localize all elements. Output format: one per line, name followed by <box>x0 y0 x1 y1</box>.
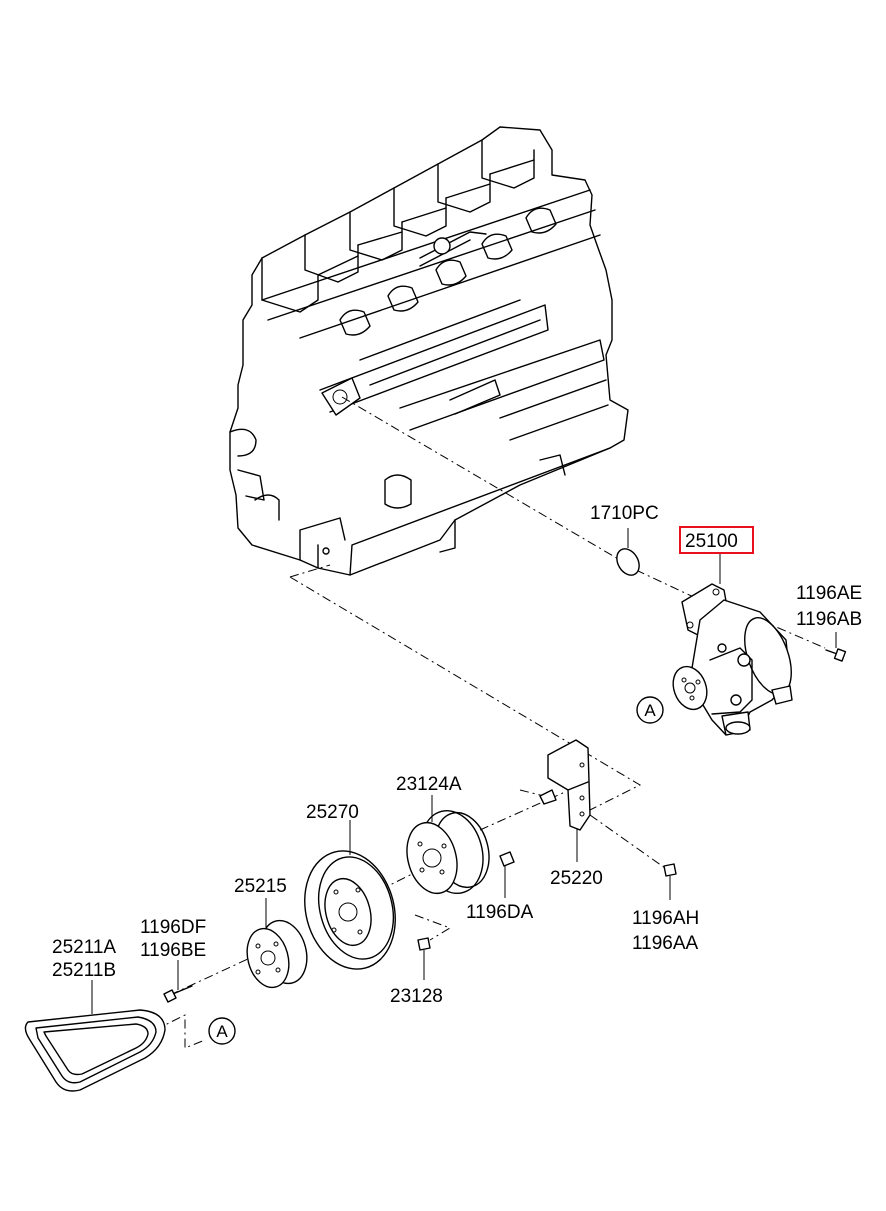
label-1196AB: 1196AB <box>796 609 862 630</box>
water-pump <box>672 553 793 736</box>
bolt-23128 <box>417 937 431 980</box>
label-1196AH: 1196AH <box>632 908 699 929</box>
label-ref-a-2: A <box>216 1022 228 1041</box>
bolt-1196AH <box>663 863 677 900</box>
label-25211B: 25211B <box>52 960 116 981</box>
highlight-box-25100 <box>679 526 754 554</box>
label-1196DA: 1196DA <box>466 902 534 923</box>
label-1710PC: 1710PC <box>590 503 659 524</box>
callouts: 1710PC 25100 1196AE 1196AB A 23124A 2527… <box>52 503 862 1045</box>
label-1196AE: 1196AE <box>796 583 862 604</box>
bolt-1196AE <box>825 632 847 662</box>
reference-circle-a <box>636 696 664 724</box>
engine-block <box>229 126 629 576</box>
gasket-ring <box>616 528 640 576</box>
pulley-23124A <box>406 795 490 895</box>
v-belt <box>24 980 166 1092</box>
label-1196BE: 1196BE <box>140 940 206 961</box>
bolt-1196DF <box>163 960 193 1003</box>
label-25220: 25220 <box>550 868 603 889</box>
bolt-1196DA <box>499 851 515 898</box>
bracket <box>539 739 591 862</box>
label-1196AA: 1196AA <box>632 933 699 954</box>
reference-circle-a-lower <box>208 1017 236 1045</box>
label-25211A: 25211A <box>52 937 116 958</box>
label-25215: 25215 <box>234 876 287 897</box>
label-23124A: 23124A <box>396 774 462 795</box>
label-23128: 23128 <box>390 986 443 1007</box>
label-25100: 25100 <box>685 531 738 552</box>
label-25270: 25270 <box>306 802 359 823</box>
label-1196DF: 1196DF <box>140 917 206 938</box>
label-ref-a-1: A <box>644 701 656 720</box>
damper-25270 <box>304 820 396 970</box>
pulley-25215 <box>246 898 308 989</box>
